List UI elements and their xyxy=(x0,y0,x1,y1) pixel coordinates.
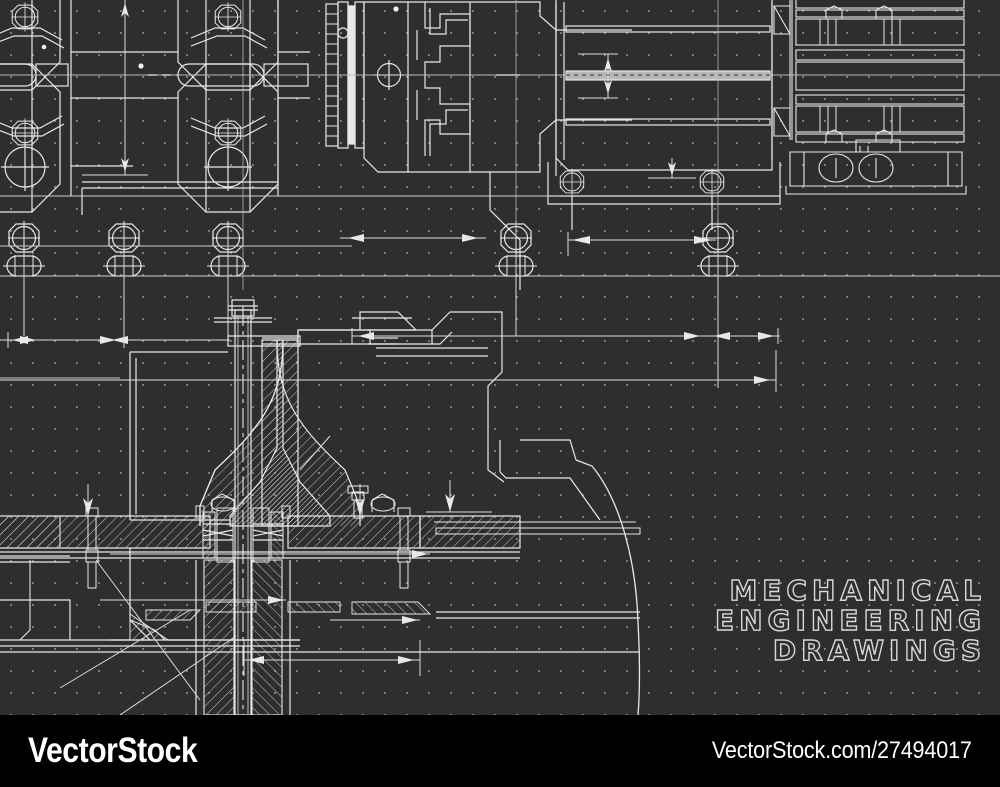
vectorstock-url: VectorStock.com/27494017 xyxy=(712,737,972,764)
view-main-section xyxy=(0,299,641,715)
view-top-right-body xyxy=(547,0,781,230)
dimension-vertical-left xyxy=(82,0,148,176)
bearing-detail-right xyxy=(252,505,291,563)
drawing-canvas xyxy=(0,0,1000,715)
watermark-bar: VectorStock VectorStock.com/27494017 xyxy=(0,715,1000,787)
technical-drawing-svg xyxy=(0,0,1000,715)
vectorstock-logo: VectorStock xyxy=(28,731,198,770)
dimension-vertical-center xyxy=(578,53,618,99)
view-top-far-right-ribbed xyxy=(773,0,967,195)
construction-lines xyxy=(0,0,1000,290)
